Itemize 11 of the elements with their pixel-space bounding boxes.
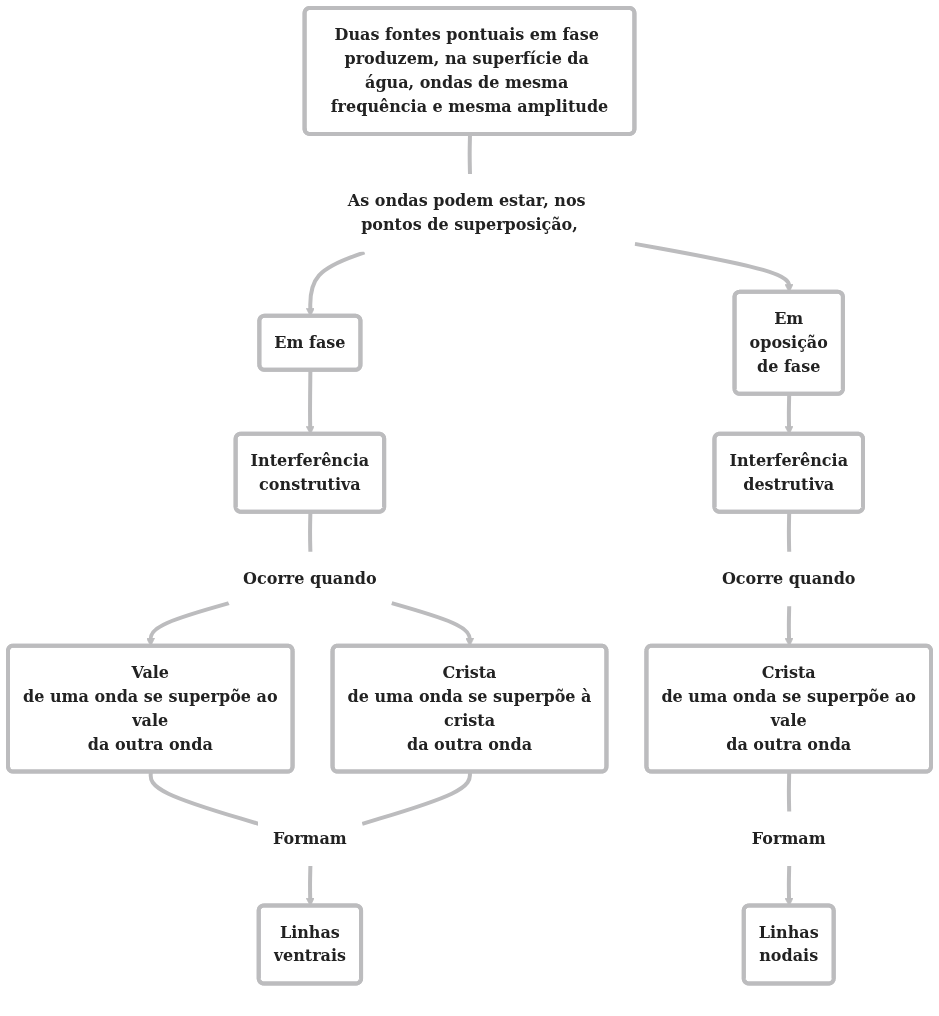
node-text: Formam: [273, 828, 347, 848]
connector: [361, 772, 472, 826]
connector: [308, 512, 313, 553]
connector: [786, 772, 792, 813]
node-text: Ocorre quando: [721, 568, 856, 588]
connector: [467, 134, 472, 175]
node-text: As ondas podem estar, nos pontos de superposição,: [347, 190, 586, 234]
node-text: Formam: [751, 828, 826, 848]
connector: [148, 772, 260, 826]
node-text: Ocorre quando: [243, 568, 377, 588]
connector: [786, 512, 792, 553]
